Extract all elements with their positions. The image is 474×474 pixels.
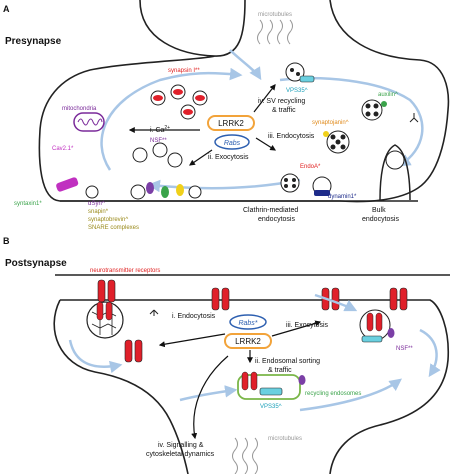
lrrk2-label-a: LRRK2 xyxy=(218,119,244,128)
synapsin-label: synapsin I** xyxy=(168,68,200,74)
step-ii-exocytosis: ii. Exocytosis xyxy=(208,154,249,161)
arrow-endocytosis-b xyxy=(158,333,226,348)
panel-b-letter: B xyxy=(3,236,10,246)
endoa-label: EndoA* xyxy=(300,164,321,170)
synapsin-vesicles xyxy=(150,84,208,120)
dynamin-ring xyxy=(312,176,332,196)
rabs-badge-b xyxy=(229,314,267,330)
bulk-endocytosis xyxy=(379,113,419,201)
clathrin-pit-b xyxy=(86,301,124,339)
mitochondria-label: mitochondria xyxy=(62,106,97,112)
arrow-signalling xyxy=(191,355,229,440)
postsynapse-membrane xyxy=(53,274,450,474)
rabs-badge-a xyxy=(214,134,250,150)
rabs-label-b: Rabs* xyxy=(238,320,257,327)
syntaxin-label: syntaxin1* xyxy=(14,201,42,207)
step-iv-line1-b: iv. Signalling & xyxy=(158,442,204,449)
auxilin-label: auxilin^ xyxy=(378,92,398,98)
nsf-label-b: NSF** xyxy=(396,346,413,352)
step-ii-line2: & traffic xyxy=(268,367,292,374)
lrrk2-label-b: LRRK2 xyxy=(235,337,261,346)
step-ii-line1: ii. Endosomal sorting xyxy=(255,358,320,365)
vps35-label-a: VPS35^ xyxy=(286,88,308,94)
synaptobrevin-label: synaptobrevin^ xyxy=(88,217,128,223)
internalised-receptors xyxy=(124,339,143,363)
arrow-exocytosis xyxy=(189,149,213,166)
cycle-arrows-b xyxy=(68,293,441,412)
step-iii-endocytosis: iii. Endocytosis xyxy=(268,133,315,140)
cav-channel xyxy=(56,177,79,192)
arrow-exocytosis-b xyxy=(271,320,322,337)
adaptor-icon xyxy=(149,309,159,316)
panel-b: B Postsynapse neurotransmitter receptors… xyxy=(3,236,450,474)
receptors-label: neurotransmitter receptors xyxy=(90,268,160,274)
step-iv-line2-b: cytoskeletal dynamics xyxy=(146,451,215,458)
arrow-sv-recycling xyxy=(253,84,276,113)
bulk-label-2: endocytosis xyxy=(362,216,399,223)
microtubules-b xyxy=(232,437,258,474)
step-i-endocytosis-b: i. Endocytosis xyxy=(172,313,216,320)
step-iv-line2: & traffic xyxy=(272,107,296,114)
postsynapse-title: Postsynapse xyxy=(5,258,67,269)
recycling-endosome xyxy=(237,371,306,400)
microtubules-a xyxy=(257,19,293,45)
auxilin-clathrin xyxy=(361,99,387,121)
cav-label: Cav2.1* xyxy=(52,146,74,152)
synaptojanin-label: synaptojanin^ xyxy=(312,120,349,126)
bulk-label-1: Bulk xyxy=(372,207,386,214)
vps35-label-b: VPS35^ xyxy=(260,404,282,410)
lrrk2-badge-b xyxy=(224,333,272,349)
microtubules-label-a: microtubules xyxy=(258,12,292,18)
dynamin-label: dynamin1* xyxy=(328,194,357,200)
docked-vesicles xyxy=(85,182,202,200)
nsf-vesicles xyxy=(132,142,183,168)
exocytic-vesicle xyxy=(359,309,395,343)
panel-a: A Presynapse microtubules mitochondria xyxy=(3,0,450,231)
snapin-label: snapin* xyxy=(88,209,109,215)
step-iv-line1: iv. SV recycling xyxy=(258,98,305,105)
arrow-endocytosis xyxy=(255,137,277,151)
membrane-receptors xyxy=(97,279,408,311)
cme-label-1: Clathrin-mediated xyxy=(243,207,298,214)
vps35-block-a xyxy=(299,75,315,83)
asyn-label: αSyn^ xyxy=(88,201,105,207)
panel-a-letter: A xyxy=(3,4,10,14)
rabs-label-a: Rabs xyxy=(224,140,241,147)
presynapse-membrane xyxy=(38,0,450,203)
vps35-vesicle-a xyxy=(285,62,305,82)
microtubules-label-b: microtubules xyxy=(268,436,302,442)
lrrk2-badge-a xyxy=(207,115,255,131)
snare-label: SNARE complexes xyxy=(88,225,139,231)
mitochondria xyxy=(73,112,105,132)
recycling-endosomes-label: recycling endosomes xyxy=(305,391,361,397)
budding-vesicle xyxy=(280,173,300,193)
nsf-label-a: NSF** xyxy=(150,138,167,144)
presynapse-title: Presynapse xyxy=(5,36,62,47)
cme-label-2: endocytosis xyxy=(258,216,295,223)
clathrin-coated-vesicle xyxy=(323,130,350,154)
